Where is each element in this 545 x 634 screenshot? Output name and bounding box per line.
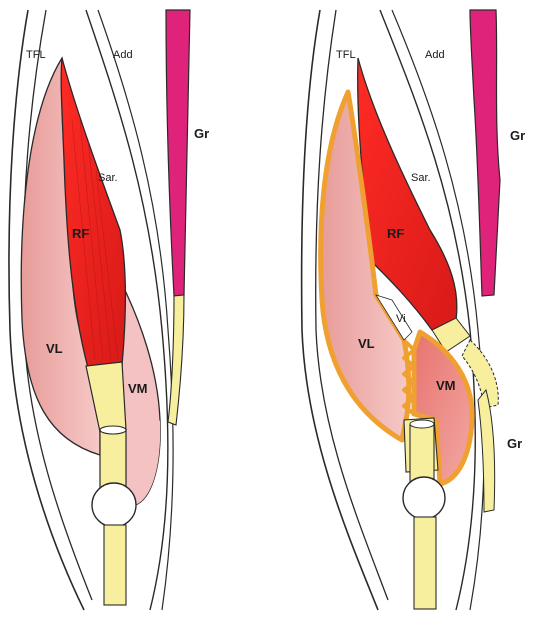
left-thigh-diagram: TFL Add Gr Sar. RF VL VM — [9, 10, 209, 610]
right-label-vm: VM — [436, 378, 456, 393]
right-femur-end — [410, 420, 434, 428]
right-label-sar: Sar. — [411, 172, 431, 184]
left-label-vm: VM — [128, 381, 148, 396]
right-label-tfl: TFL — [336, 49, 356, 61]
right-gracilis-tendon — [478, 390, 495, 512]
left-label-tfl: TFL — [26, 49, 46, 61]
left-patella — [92, 483, 136, 527]
right-label-rf: RF — [387, 226, 404, 241]
left-patellar-tendon — [104, 525, 126, 605]
right-patella — [403, 477, 445, 519]
left-label-rf: RF — [72, 226, 89, 241]
left-femur-end — [100, 426, 126, 434]
right-label-add: Add — [425, 49, 445, 61]
right-patellar-tendon — [414, 517, 436, 609]
right-label-gr-bottom: Gr — [507, 436, 522, 451]
left-label-sar: Sar. — [98, 172, 118, 184]
left-label-gr: Gr — [194, 126, 209, 141]
right-gracilis — [470, 10, 500, 296]
left-label-add: Add — [113, 49, 133, 61]
right-label-vi: Vi — [396, 313, 406, 325]
left-gracilis — [166, 10, 190, 296]
left-label-vl: VL — [46, 341, 63, 356]
right-thigh-diagram: TFL Add Gr Sar. RF Vi VL VM Gr — [302, 10, 526, 610]
right-label-gr-top: Gr — [510, 128, 525, 143]
right-label-vl: VL — [358, 336, 375, 351]
